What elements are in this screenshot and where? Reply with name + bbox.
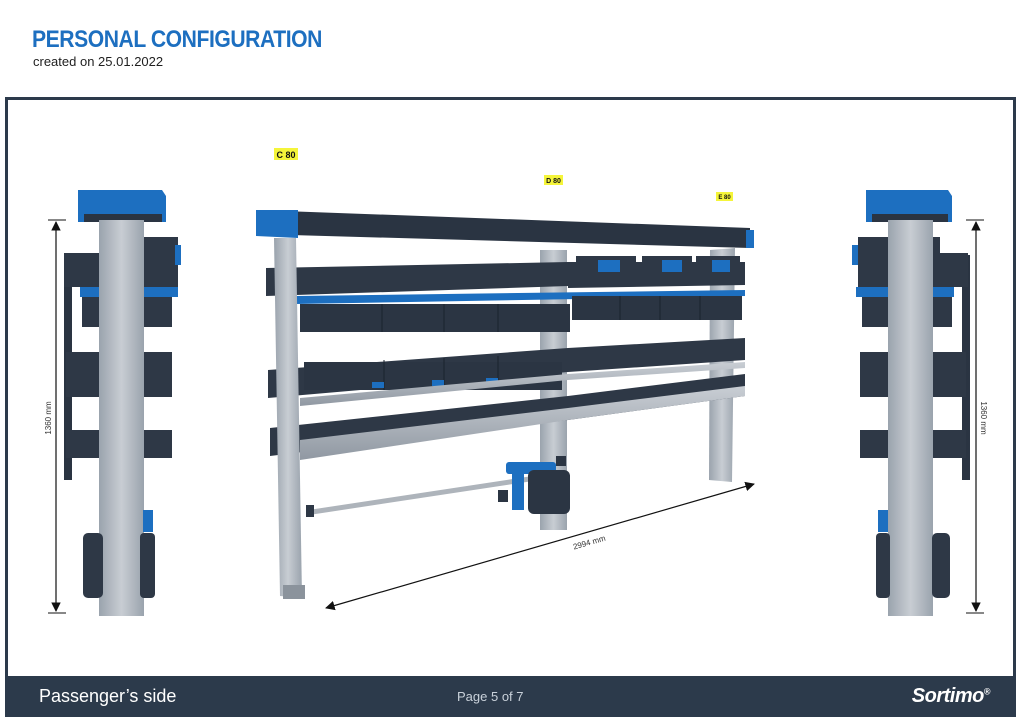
module-tag-c: C 80 [274,148,298,160]
sortimo-logo-text: Sortimo [911,685,985,707]
page-title: PERSONAL CONFIGURATION [32,26,322,53]
registered-mark: ® [983,686,991,697]
module-tag-d-text: D 80 [546,178,561,185]
front-view [256,210,754,599]
left-height-label: 1360 mm [44,401,53,435]
module-tag-c-text: C 80 [276,150,295,160]
page-number: Page 5 of 7 [457,689,524,704]
left-height-dimension [48,219,66,614]
view-side-label: Passenger’s side [39,686,177,706]
footer-bar: Passenger’s side Page 5 of 7 Sortimo® [5,676,1016,717]
module-tag-e: E 80 [716,192,733,201]
right-height-dimension [966,219,984,614]
right-side-view [852,190,970,616]
width-label: 2994 mm [572,534,607,552]
width-dimension [325,481,755,611]
left-side-view [64,190,181,616]
sortimo-logo: Sortimo® [911,685,991,708]
module-tag-d: D 80 [544,175,563,185]
right-height-label: 1360 mm [979,401,988,435]
module-tag-e-text: E 80 [718,195,731,201]
creation-date: created on 25.01.2022 [33,54,164,69]
